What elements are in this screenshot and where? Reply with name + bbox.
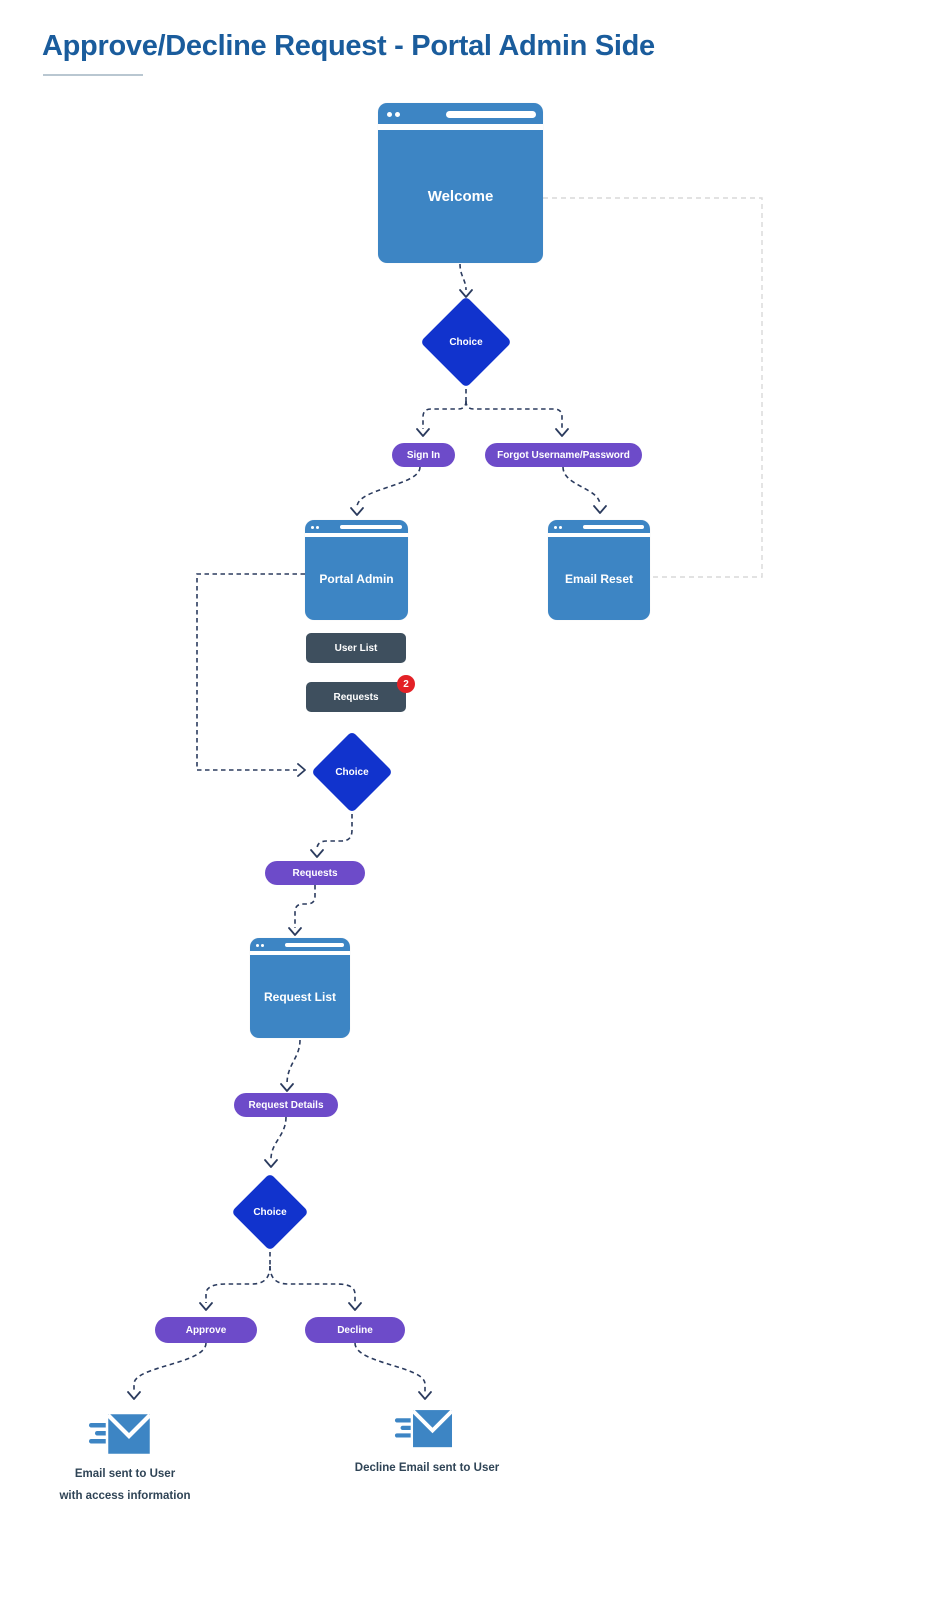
title-underline	[43, 74, 143, 76]
node-label: Decline	[337, 1324, 373, 1336]
fast-email-icon	[394, 1407, 455, 1450]
node-sign-in[interactable]: Sign In	[392, 443, 455, 467]
node-label: Forgot Username/Password	[497, 449, 630, 461]
connector-welcome-choice1	[459, 263, 467, 291]
page-title: Approve/Decline Request - Portal Admin S…	[42, 30, 655, 62]
node-decline[interactable]: Decline	[305, 1317, 405, 1343]
window-divider	[250, 951, 350, 955]
connector-requestdetails-choice3	[270, 1116, 287, 1160]
window-divider	[378, 124, 543, 130]
node-request-details[interactable]: Request Details	[234, 1093, 338, 1117]
node-request-list-window[interactable]: Request List	[250, 938, 350, 1038]
address-bar	[285, 943, 344, 947]
address-bar	[446, 111, 536, 118]
node-forgot-username-password[interactable]: Forgot Username/Password	[485, 443, 642, 467]
node-welcome-window[interactable]: Welcome	[378, 103, 543, 263]
window-divider	[548, 533, 650, 537]
connector-signin-portaladmin	[356, 466, 421, 508]
node-label: Email Reset	[564, 571, 634, 586]
node-label: Requests	[333, 691, 379, 703]
node-label: User List	[334, 642, 378, 654]
connector-choice1-forgot	[465, 400, 563, 429]
approve-email-caption-line1: Email sent to User	[74, 1468, 176, 1480]
connector-requestlist-requestdetails	[286, 1039, 301, 1085]
node-label: Request Details	[248, 1099, 324, 1111]
address-bar	[340, 525, 402, 529]
connector-choice3-decline	[269, 1265, 356, 1303]
connector-forgot-emailreset	[562, 466, 601, 506]
node-decline-email[interactable]	[394, 1406, 456, 1460]
node-label: Approve	[185, 1324, 227, 1336]
approve-email-caption-line2: with access information	[59, 1490, 191, 1502]
connector-approve-email	[133, 1342, 207, 1392]
window-divider	[305, 533, 408, 537]
node-requests-pill[interactable]: Requests	[265, 861, 365, 885]
connector-requests-requestlist	[294, 885, 316, 928]
connector-choice3-approve	[205, 1265, 271, 1303]
window-dot-icon	[261, 944, 264, 947]
node-label: Portal Admin	[319, 571, 394, 586]
node-portal-admin-window[interactable]: Portal Admin	[305, 520, 408, 620]
node-label: Requests	[292, 867, 338, 879]
address-bar	[583, 525, 644, 529]
window-dot-icon	[554, 526, 557, 529]
browser-topbar	[378, 103, 543, 124]
connector-decline-email	[354, 1342, 426, 1392]
node-label: Choice	[335, 766, 369, 778]
node-user-list-button[interactable]: User List	[306, 633, 406, 663]
decline-email-caption: Decline Email sent to User	[354, 1462, 500, 1474]
node-label: Request List	[263, 989, 336, 1004]
browser-topbar	[250, 938, 350, 951]
node-label: Sign In	[406, 449, 441, 461]
window-dot-icon	[559, 526, 562, 529]
window-dot-icon	[387, 112, 392, 117]
window-dot-icon	[311, 526, 314, 529]
node-choice-2[interactable]: Choice	[308, 728, 396, 816]
node-approve-email[interactable]	[88, 1410, 154, 1467]
browser-topbar	[305, 520, 408, 533]
node-approve[interactable]: Approve	[155, 1317, 257, 1343]
node-label: Choice	[449, 336, 483, 348]
browser-topbar	[548, 520, 650, 533]
notification-badge: 2	[397, 675, 415, 693]
connector-choice2-requests	[316, 814, 353, 850]
window-dot-icon	[256, 944, 259, 947]
node-choice-1[interactable]: Choice	[419, 295, 513, 389]
node-requests-button[interactable]: Requests 2	[306, 675, 415, 712]
fast-email-icon	[89, 1411, 153, 1457]
window-dot-icon	[395, 112, 400, 117]
node-email-reset-window[interactable]: Email Reset	[548, 520, 650, 620]
connector-portaladmin-choice2	[196, 573, 305, 771]
window-dot-icon	[316, 526, 319, 529]
node-label: Choice	[253, 1206, 287, 1218]
node-label: Welcome	[427, 188, 494, 205]
connector-choice1-signin	[422, 400, 467, 429]
node-choice-3[interactable]: Choice	[226, 1168, 314, 1256]
